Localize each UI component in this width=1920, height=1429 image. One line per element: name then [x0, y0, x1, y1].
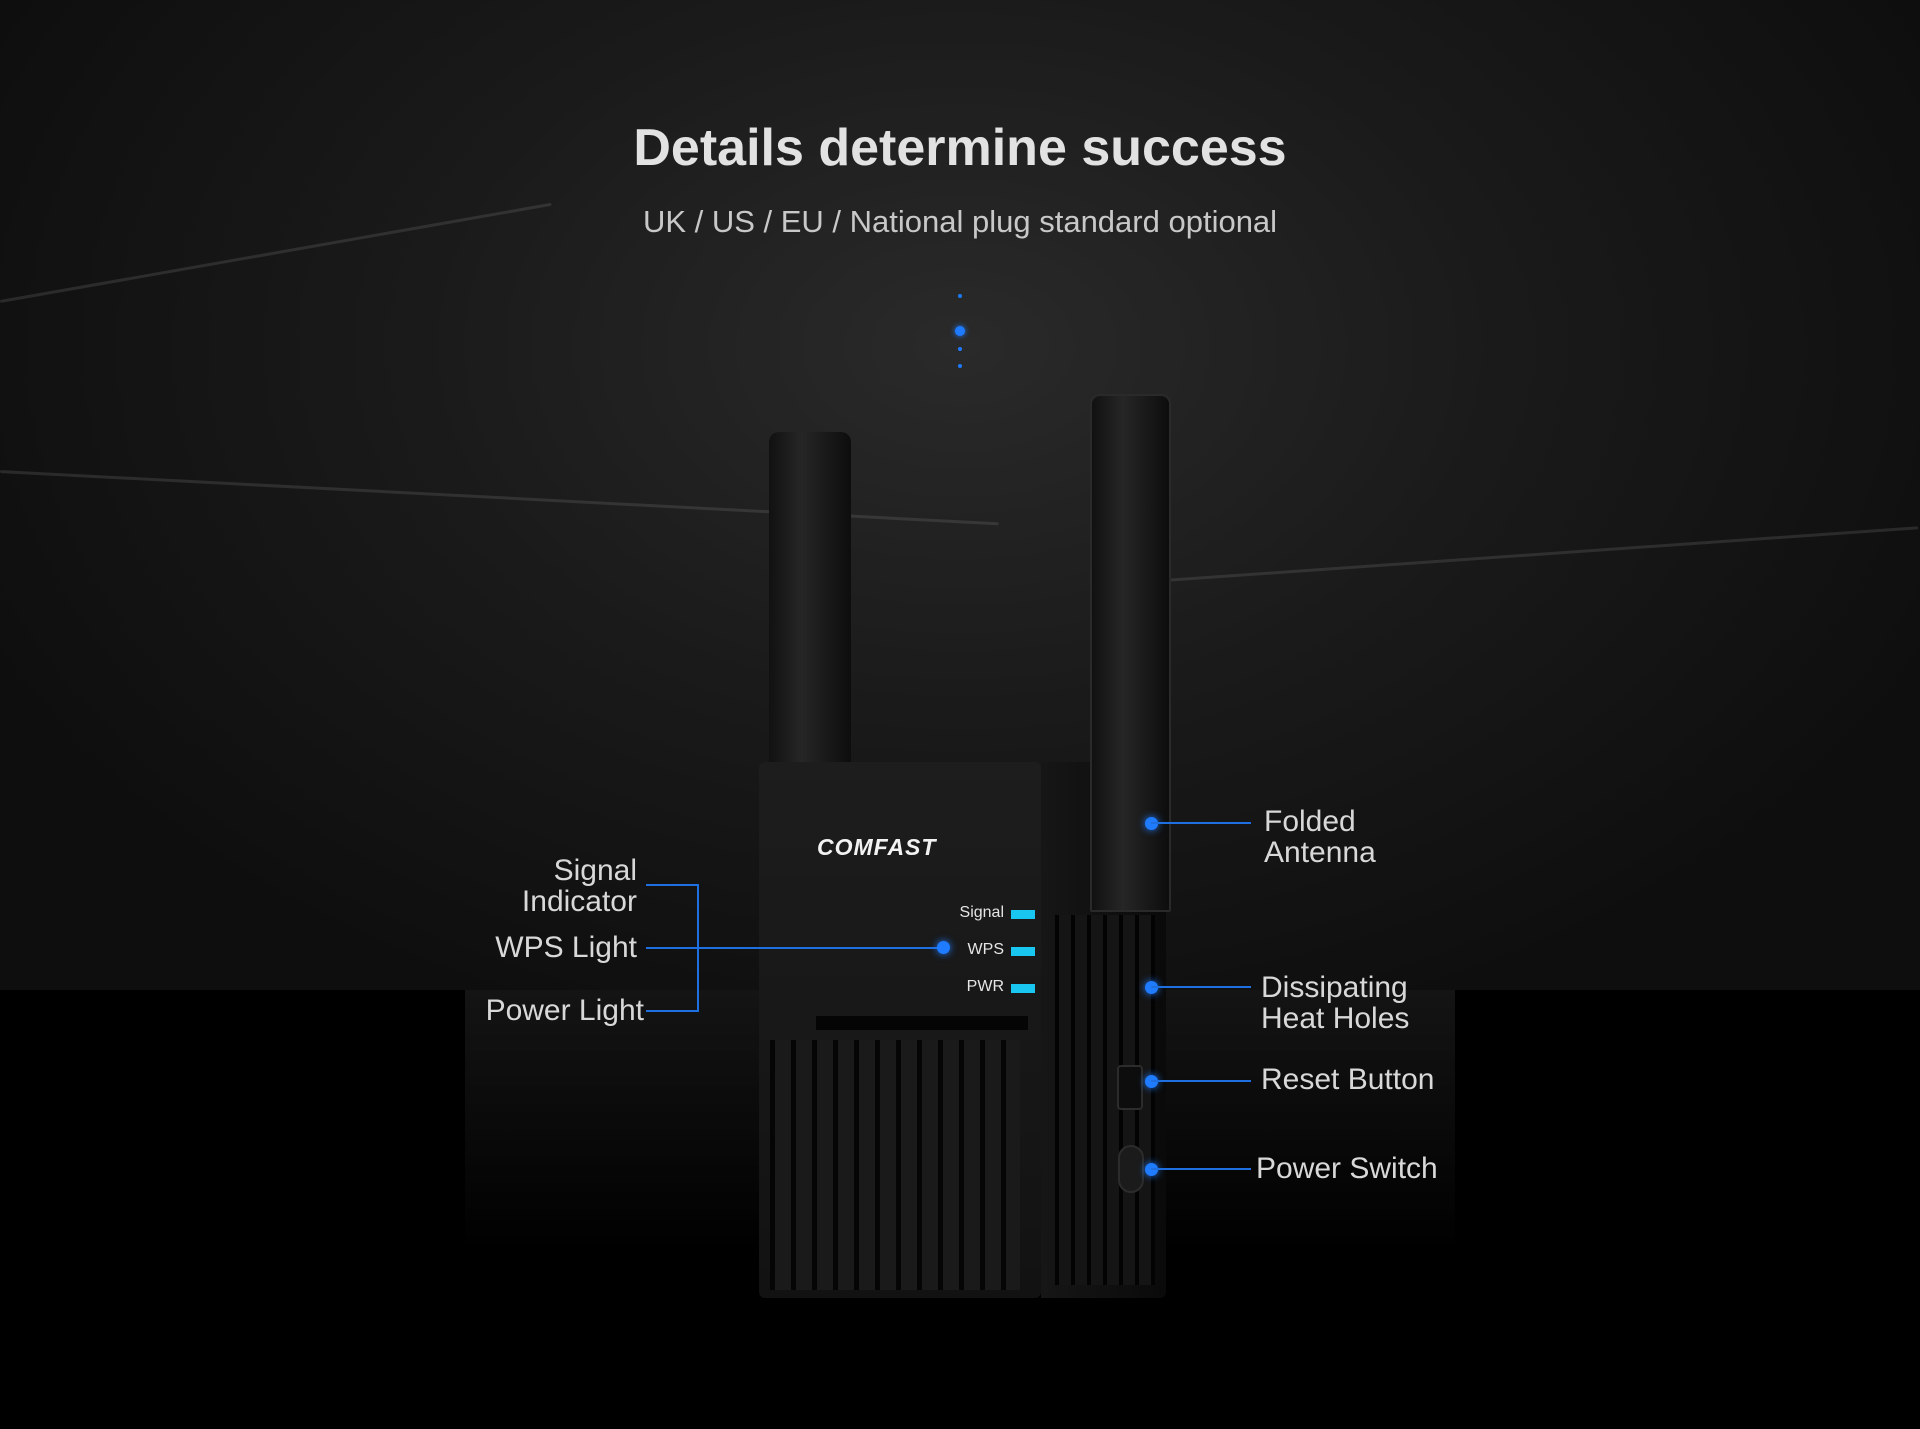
leader-line: [1151, 822, 1251, 824]
brand-logo: COMFAST: [817, 834, 937, 860]
decor-dot: [958, 294, 962, 298]
right-antenna: [1090, 394, 1171, 912]
page-subtitle: UK / US / EU / National plug standard op…: [642, 204, 1278, 239]
callout-text: Indicator: [521, 885, 637, 918]
callout-text: Signal: [553, 854, 637, 887]
callout-pin: [937, 941, 950, 954]
callout-wps-light: WPS Light: [495, 931, 637, 964]
callout-text: Heat Holes: [1261, 1002, 1410, 1035]
leader-line: [1151, 1168, 1251, 1170]
led-wps: [1011, 947, 1035, 956]
power-switch: [1118, 1145, 1144, 1193]
front-grille: [770, 1040, 1020, 1290]
reset-button: [1117, 1065, 1143, 1110]
left-antenna: [769, 432, 851, 772]
callout-folded-antenna: Folded Antenna: [1264, 806, 1376, 868]
led-signal: [1011, 910, 1035, 919]
leader-line: [1151, 986, 1251, 988]
decor-dot: [958, 364, 962, 368]
decor-dot: [958, 347, 962, 351]
callout-text: Dissipating: [1261, 971, 1408, 1004]
leader-line: [1151, 1080, 1251, 1082]
leader-line: [646, 947, 943, 949]
leader-line: [646, 1010, 699, 1012]
callout-power-switch: Power Switch: [1256, 1152, 1438, 1185]
decor-dot: [955, 326, 965, 336]
led-pwr: [1011, 984, 1035, 993]
page-title: Details determine success: [633, 119, 1287, 177]
leader-line: [646, 884, 699, 886]
device-slot: [816, 1016, 1028, 1030]
callout-text: Antenna: [1264, 836, 1376, 869]
callout-signal-indicator: Signal Indicator: [437, 855, 637, 917]
callout-heat-holes: Dissipating Heat Holes: [1261, 972, 1409, 1034]
callout-reset-button: Reset Button: [1261, 1063, 1435, 1096]
led-label-wps: WPS: [967, 941, 1004, 958]
callout-power-light: Power Light: [485, 994, 644, 1027]
led-label-pwr: PWR: [966, 978, 1004, 995]
led-label-signal: Signal: [959, 904, 1004, 921]
callout-text: Folded: [1264, 805, 1356, 838]
